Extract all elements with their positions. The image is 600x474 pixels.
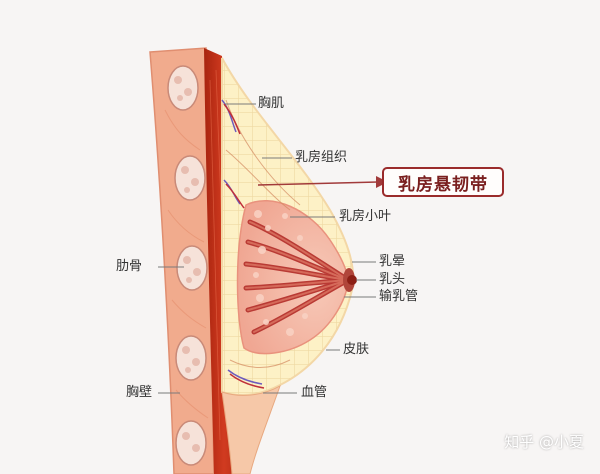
ligament-arrow-line	[257, 181, 379, 186]
label-chest-wall: 胸壁	[126, 385, 153, 400]
lobule-mass	[236, 200, 349, 355]
label-pectoral-muscle: 胸肌	[258, 96, 285, 111]
leader-lines	[158, 103, 376, 394]
watermark: 知乎 @小夏	[504, 433, 584, 451]
label-blood-vessel: 血管	[301, 385, 328, 400]
nipple	[347, 275, 357, 285]
label-rib: 肋骨	[116, 259, 143, 274]
label-lobule: 乳房小叶	[339, 209, 392, 224]
skin-lower	[221, 384, 281, 474]
label-lactiferous-duct: 输乳管	[379, 289, 419, 304]
label-nipple: 乳头	[379, 272, 406, 287]
label-areola: 乳晕	[379, 254, 406, 269]
label-skin: 皮肤	[343, 342, 370, 357]
label-suspensory-ligament: 乳房悬韧带	[382, 167, 504, 197]
label-breast-tissue: 乳房组织	[295, 150, 348, 165]
